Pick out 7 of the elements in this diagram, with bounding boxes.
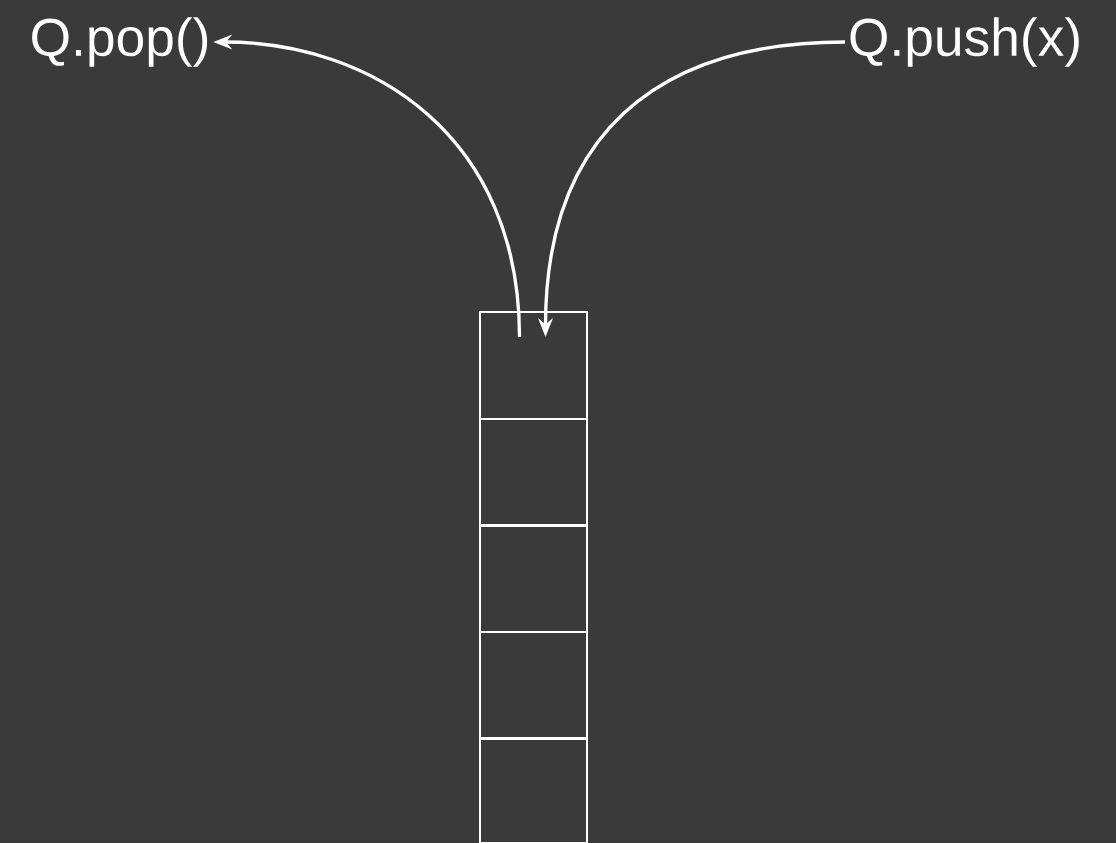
stack-cell <box>479 311 588 420</box>
stack-cell <box>479 418 588 527</box>
stack-cell <box>479 631 588 740</box>
stack-cell <box>479 737 588 843</box>
operation-label: Q.push(x) <box>850 17 1079 67</box>
operation-label: Q.pop() <box>32 17 208 67</box>
stack-cell <box>479 524 588 633</box>
